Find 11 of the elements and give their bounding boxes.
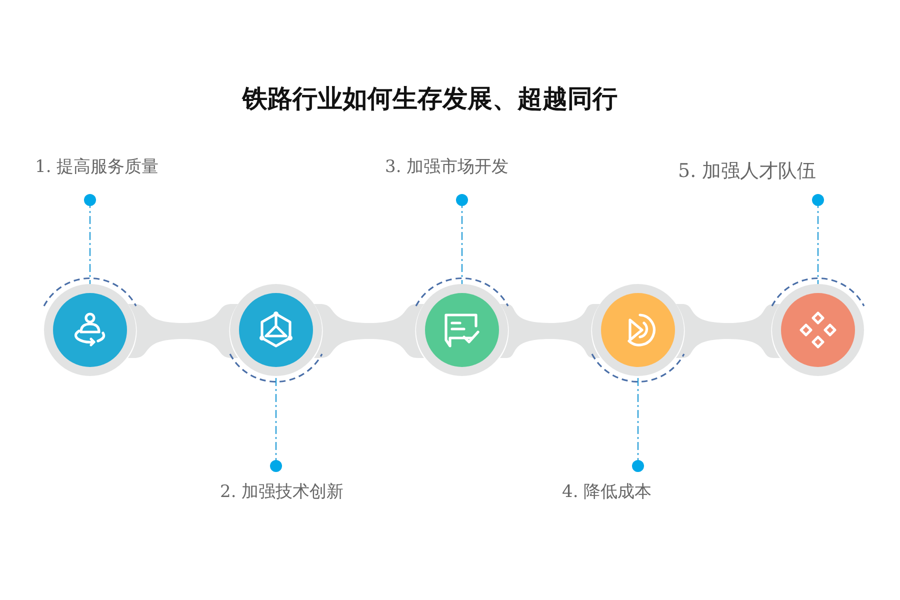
leader-line	[812, 194, 824, 284]
title: 铁路行业如何生存发展、超越同行	[240, 83, 618, 115]
step-label: 4. 降低成本	[562, 481, 652, 503]
leader-line	[456, 194, 468, 284]
step-label: 3. 加强市场开发	[385, 156, 509, 178]
leader-line	[632, 376, 644, 472]
step-label: 5. 加强人才队伍	[678, 160, 816, 182]
leader-line	[270, 376, 282, 472]
step-label: 2. 加强技术创新	[220, 481, 344, 503]
leader-line	[84, 194, 96, 284]
step-label: 1. 提高服务质量	[35, 156, 159, 178]
